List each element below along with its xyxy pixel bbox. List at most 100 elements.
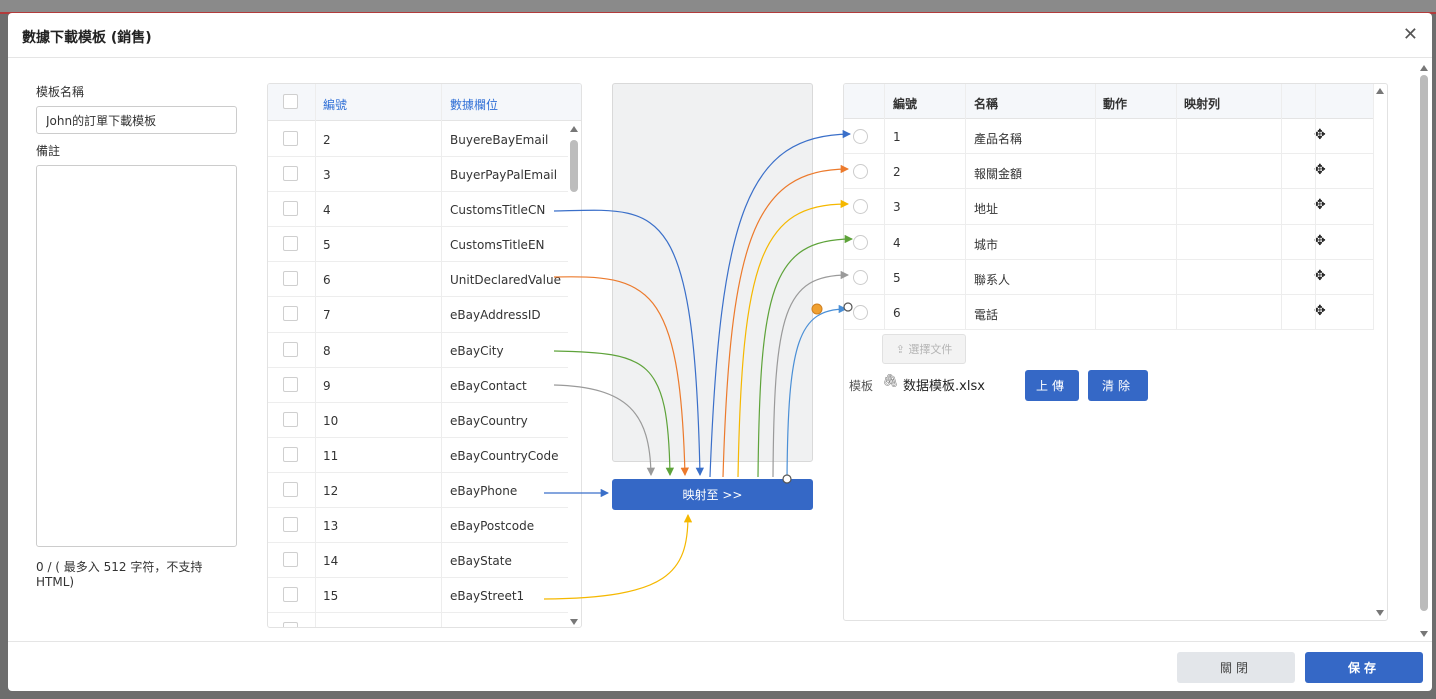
row-checkbox[interactable] xyxy=(283,446,298,462)
scroll-up-icon[interactable] xyxy=(1420,65,1428,71)
field-number: 11 xyxy=(323,448,339,463)
move-icon[interactable]: ✥ xyxy=(1314,162,1326,179)
scroll-down-icon[interactable] xyxy=(570,619,578,625)
target-col-name: 名稱 xyxy=(974,97,999,111)
field-name: UnitDeclaredValue xyxy=(450,273,561,288)
column-divider xyxy=(1281,84,1282,330)
column-name: 城市 xyxy=(974,237,999,252)
row-checkbox[interactable] xyxy=(283,587,298,603)
scroll-thumb[interactable] xyxy=(570,140,578,192)
row-radio[interactable] xyxy=(853,199,868,215)
target-col-action: 動作 xyxy=(1103,97,1128,111)
row-checkbox[interactable] xyxy=(283,271,298,287)
row-checkbox[interactable] xyxy=(283,552,298,568)
field-number: 15 xyxy=(323,589,339,604)
row-checkbox[interactable] xyxy=(283,306,298,322)
remark-textarea[interactable] xyxy=(36,165,237,547)
field-name: eBayPostcode xyxy=(450,519,535,534)
row-checkbox[interactable] xyxy=(283,411,298,427)
mapping-canvas xyxy=(612,83,813,462)
scroll-up-icon[interactable] xyxy=(570,126,578,132)
column-divider xyxy=(1095,84,1096,330)
table-row[interactable]: 5 聯系人 ✥ xyxy=(844,260,1374,295)
table-row[interactable]: 2 報關金額 ✥ xyxy=(844,154,1374,190)
row-radio[interactable] xyxy=(853,304,868,320)
source-col-field: 數據欄位 xyxy=(450,98,499,112)
column-name: 報關金額 xyxy=(974,167,1023,182)
column-name: 聯系人 xyxy=(974,272,1011,287)
table-row[interactable] xyxy=(268,613,568,627)
scroll-up-icon[interactable] xyxy=(1376,88,1384,94)
select-all-checkbox[interactable] xyxy=(283,94,298,109)
map-to-button[interactable]: 映射至 >> xyxy=(612,479,813,510)
row-checkbox[interactable] xyxy=(283,166,298,182)
save-button[interactable]: 保存 xyxy=(1305,652,1423,683)
row-checkbox[interactable] xyxy=(283,131,298,146)
row-checkbox[interactable] xyxy=(283,622,298,627)
row-checkbox[interactable] xyxy=(283,481,298,497)
upload-button[interactable]: 上傳 xyxy=(1025,370,1079,401)
field-number: 7 xyxy=(323,308,331,323)
move-icon[interactable]: ✥ xyxy=(1314,267,1326,284)
row-checkbox[interactable] xyxy=(283,236,298,252)
row-checkbox[interactable] xyxy=(283,517,298,533)
scroll-down-icon[interactable] xyxy=(1376,610,1384,616)
column-name: 電話 xyxy=(974,307,999,322)
scroll-thumb[interactable] xyxy=(1420,75,1428,611)
row-checkbox[interactable] xyxy=(283,201,298,217)
column-divider xyxy=(315,84,316,627)
field-name: eBayCity xyxy=(450,343,504,358)
target-scrollbar[interactable] xyxy=(1373,84,1387,620)
move-icon[interactable]: ✥ xyxy=(1314,127,1326,143)
field-number: 10 xyxy=(323,413,339,428)
scroll-down-icon[interactable] xyxy=(1420,631,1428,637)
choose-file-button[interactable]: ⇪ 選擇文件 xyxy=(882,334,966,364)
move-icon[interactable]: ✥ xyxy=(1314,232,1326,249)
template-name-label: 模板名稱 xyxy=(36,85,85,99)
row-radio[interactable] xyxy=(853,129,868,144)
column-divider xyxy=(441,84,442,627)
row-radio[interactable] xyxy=(853,164,868,180)
row-checkbox[interactable] xyxy=(283,376,298,392)
clear-button[interactable]: 清除 xyxy=(1088,370,1148,401)
row-checkbox[interactable] xyxy=(283,341,298,357)
column-divider xyxy=(1315,84,1316,330)
table-row[interactable]: 6 UnitDeclaredValue xyxy=(268,262,568,298)
close-button[interactable]: 關閉 xyxy=(1177,652,1295,683)
target-table-header: 編號 名稱 動作 映射列 xyxy=(844,84,1374,119)
field-number: 6 xyxy=(323,273,331,288)
column-number: 2 xyxy=(893,165,901,180)
row-radio[interactable] xyxy=(853,234,868,250)
template-dialog: 數據下載模板 (銷售) ✕ 模板名稱 備註 0 / ( 最多入 512 字符，不… xyxy=(8,13,1432,691)
dialog-scrollbar[interactable] xyxy=(1418,61,1430,641)
move-icon[interactable]: ✥ xyxy=(1314,197,1326,214)
table-row[interactable]: 8 eBayCity xyxy=(268,333,568,368)
template-name-input[interactable] xyxy=(36,106,237,134)
row-radio[interactable] xyxy=(853,269,868,285)
close-icon[interactable]: ✕ xyxy=(1402,24,1418,45)
column-number: 5 xyxy=(893,270,901,285)
column-number: 3 xyxy=(893,200,901,215)
source-scrollbar[interactable] xyxy=(567,122,581,627)
move-icon[interactable]: ✥ xyxy=(1314,302,1326,319)
upload-icon: ⇪ xyxy=(895,343,905,356)
field-number: 8 xyxy=(323,343,331,358)
template-file-name[interactable]: 数据模板.xlsx xyxy=(903,379,985,394)
target-col-num: 編號 xyxy=(893,97,918,111)
